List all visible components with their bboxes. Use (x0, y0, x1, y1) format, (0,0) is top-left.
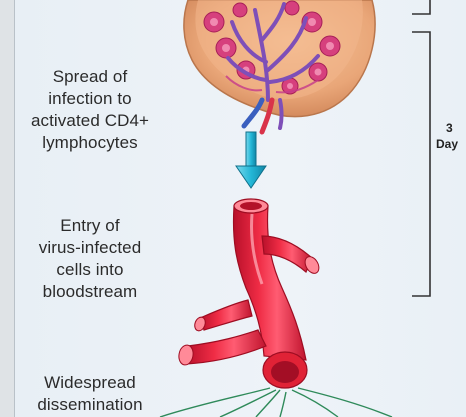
days-word: Day (436, 136, 466, 152)
days-number: 3 (436, 120, 466, 136)
label-widespread-dissemination: Widespread dissemination (10, 372, 170, 416)
timeline-bracket (412, 0, 430, 296)
down-arrow-icon (236, 132, 266, 188)
blood-vessel-illustration (177, 199, 321, 388)
timeline-days-label: 3 Day (436, 120, 466, 152)
dissemination-network (160, 388, 392, 417)
label-entry-into-bloodstream: Entry of virus-infected cells into blood… (10, 215, 170, 303)
lymph-node-illustration (184, 0, 375, 132)
label-spread-of-infection: Spread of infection to activated CD4+ ly… (10, 66, 170, 154)
